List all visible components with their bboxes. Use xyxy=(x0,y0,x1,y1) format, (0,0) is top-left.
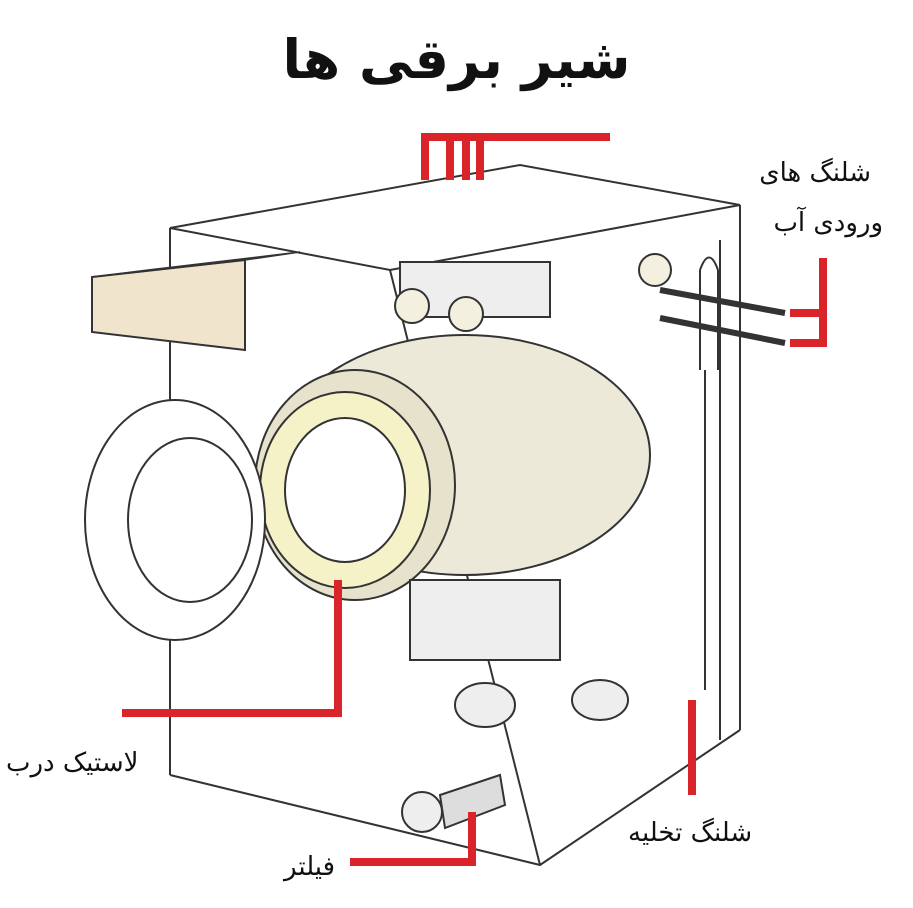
door-glass xyxy=(127,437,253,603)
valve-knob xyxy=(394,288,430,324)
filter-mesh xyxy=(438,773,507,830)
drum-opening xyxy=(284,417,406,563)
filter-cap xyxy=(401,791,443,833)
label-drain-hose: شلنگ تخلیه xyxy=(628,818,753,848)
callout-door-gasket xyxy=(122,580,342,717)
label-inlet-hoses-line1: شلنگ های xyxy=(759,158,871,188)
label-filter: فیلتر xyxy=(284,852,336,882)
inlet-hose xyxy=(659,287,786,316)
inlet-hose xyxy=(659,315,786,346)
label-door-gasket: لاستیک درب xyxy=(6,748,139,778)
callout-filter xyxy=(350,812,476,866)
callout-inlet-hoses xyxy=(790,258,827,347)
valve-knob xyxy=(448,296,484,332)
callout-lines xyxy=(122,133,827,866)
detergent-drawer-top xyxy=(91,251,301,278)
pump-housing xyxy=(571,679,629,721)
label-inlet-hoses-line2: ورودی آب xyxy=(773,208,883,238)
callout-solenoid-valves xyxy=(421,133,610,180)
drain-hose xyxy=(699,256,719,370)
diagram-title: شیر برقی ها xyxy=(282,28,631,91)
motor xyxy=(409,579,561,661)
drain-pump xyxy=(454,682,516,728)
pressure-switch xyxy=(638,253,672,287)
